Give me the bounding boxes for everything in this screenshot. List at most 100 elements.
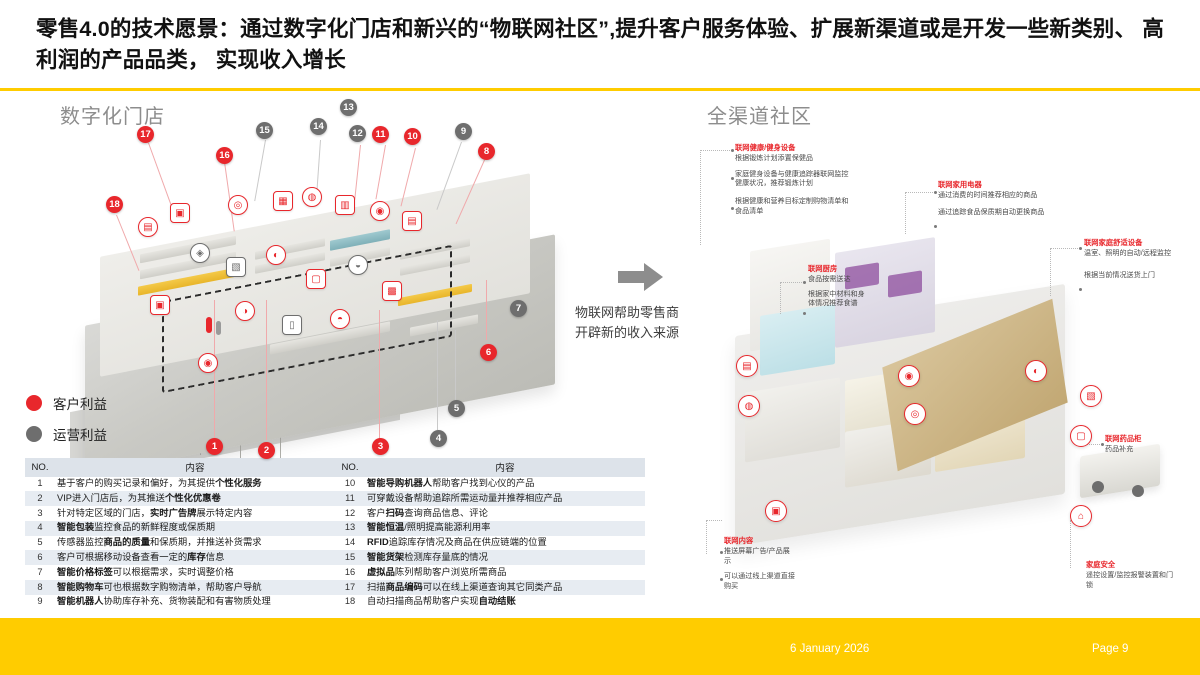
annotation-comfort: 联网家庭舒适设备 温室、照明的自动/远程监控 根据当前情况送货上门	[1084, 238, 1200, 285]
device-icon-screen[interactable]: ▣	[765, 500, 787, 522]
table-cell-no: 2	[25, 491, 55, 507]
footer-page-number: Page 9	[1092, 643, 1129, 655]
annotation-heading: 联网厨房	[808, 264, 838, 273]
marker-10[interactable]: 10	[404, 128, 421, 145]
marker-13[interactable]: 13	[340, 99, 357, 116]
title-divider	[0, 88, 1200, 91]
table-cell-content: 扫描商品编码可以在线上渠道查询其它同类产品	[365, 580, 645, 595]
marker-12[interactable]: 12	[349, 125, 366, 142]
poi-icon-rfid[interactable]: ◈	[190, 243, 210, 263]
annotation-kitchen: 联网厨房 食品按需送达 根据家中材料和身体情况推荐食谱	[808, 264, 866, 314]
poi-icon-tag[interactable]: ▤	[402, 211, 422, 231]
annotation-bullet: 药品补充	[1105, 444, 1134, 453]
legend-label: 客户利益	[53, 397, 107, 412]
table-cell-no: 16	[335, 565, 365, 581]
poi-icon-price-label[interactable]: ◐	[266, 245, 286, 265]
annotation-leader	[905, 192, 935, 234]
marker-9[interactable]: 9	[455, 123, 472, 140]
poi-icon-checkout[interactable]: ◑	[235, 301, 255, 321]
device-icon-thermostat[interactable]: ◐	[1025, 360, 1047, 382]
poi-icon-shelf-sensor[interactable]: ▥	[335, 195, 355, 215]
annotation-bullet: 温室、照明的自动/远程监控	[1084, 248, 1172, 257]
marker-17[interactable]: 17	[137, 126, 154, 143]
poi-icon-thermostat[interactable]: ◍	[302, 187, 322, 207]
poi-icon-wearable[interactable]: ◉	[370, 201, 390, 221]
poi-icon-mobile[interactable]: ▯	[282, 315, 302, 335]
table-cell-content: 客户扫码查询商品信息、评论	[365, 506, 645, 521]
device-icon-wearable[interactable]: ◎	[904, 403, 926, 425]
poi-icon-kiosk[interactable]: ▣	[150, 295, 170, 315]
annotation-bullet: 根据家中材料和身体情况推荐食谱	[808, 289, 865, 308]
poi-icon-signage[interactable]: ▤	[138, 217, 158, 237]
poi-icon-virtual-display[interactable]: ▩	[382, 281, 402, 301]
annotation-bullet-dot	[720, 578, 723, 581]
panel-label-digital-store: 数字化门店	[60, 106, 165, 128]
table-cell-no: 14	[335, 535, 365, 551]
table-cell-content: 虚拟品陈列帮助客户浏览所需商品	[365, 565, 645, 581]
marker-11[interactable]: 11	[372, 126, 389, 143]
poi-icon-entrance[interactable]: ◉	[198, 353, 218, 373]
table-cell-content: 智能购物车可也根据数字购物清单，帮助客户导航	[55, 580, 335, 595]
leader-line	[455, 330, 456, 400]
table-header-content: 内容	[55, 458, 335, 477]
annotation-bullet-dot	[731, 207, 734, 210]
annotation-bullet-dot	[1101, 443, 1104, 446]
poi-icon-robot[interactable]: ◎	[228, 195, 248, 215]
poi-icon-coupon[interactable]: ◓	[330, 309, 350, 329]
marker-15[interactable]: 15	[256, 122, 273, 139]
marker-6[interactable]: 6	[480, 344, 497, 361]
marker-4[interactable]: 4	[430, 430, 447, 447]
marker-1[interactable]: 1	[206, 438, 223, 455]
device-icon-home-security[interactable]: ⌂	[1070, 505, 1092, 527]
annotation-medicine-cabinet: 联网药品柜 药品补充	[1105, 434, 1191, 460]
table-cell-content: 智能价格标签可以根据需求，实时调整价格	[55, 565, 335, 581]
marker-7[interactable]: 7	[510, 300, 527, 317]
device-icon-delivery[interactable]: ▧	[1080, 385, 1102, 407]
table-cell-no: 17	[335, 580, 365, 595]
poi-icon-inventory[interactable]: ◒	[348, 255, 368, 275]
table-cell-content: 智能恒温/照明提高能源利用率	[365, 520, 645, 536]
poi-icon-display[interactable]: ▣	[170, 203, 190, 223]
digital-store-illustration: ▤ ▣ ◎ ▦ ◍ ▥ ◉ ▤ ◈ ▧ ◐ ▢ ◒ ▩ ◑ ▯ ◓ ▣ ◉	[30, 95, 590, 485]
marker-3[interactable]: 3	[372, 438, 389, 455]
legend-label: 运营利益	[53, 428, 107, 443]
annotation-bullet: 根据当前情况送货上门	[1084, 270, 1155, 279]
poi-icon-scanner[interactable]: ▦	[273, 191, 293, 211]
annotation-bullet: 根据锻炼计划添置保健品	[735, 153, 814, 162]
leader-line	[266, 300, 267, 440]
device-icon-medicine-cabinet[interactable]: ▢	[1070, 425, 1092, 447]
marker-14[interactable]: 14	[310, 118, 327, 135]
panel-label-omnichannel-community: 全渠道社区	[707, 106, 812, 128]
table-cell-content: RFID追踪库存情况及商品在供应链端的位置	[365, 535, 645, 551]
marker-18[interactable]: 18	[106, 196, 123, 213]
annotation-bullet: 推送屏幕广告/产品展示	[724, 546, 790, 565]
annotation-bullet: 食品按需送达	[808, 274, 851, 283]
annotation-heading: 联网内容	[724, 536, 754, 545]
poi-icon-cart[interactable]: ▧	[226, 257, 246, 277]
device-icon-fridge[interactable]: ▤	[736, 355, 758, 377]
table-cell-content: 针对特定区域的门店，实时广告牌展示特定内容	[55, 506, 335, 521]
marker-2[interactable]: 2	[258, 442, 275, 459]
device-icon-fitness[interactable]: ◉	[898, 365, 920, 387]
shopper-figure	[216, 321, 221, 335]
marker-8[interactable]: 8	[478, 143, 495, 160]
device-icon-water[interactable]: ◍	[738, 395, 760, 417]
table-cell-no: 12	[335, 506, 365, 521]
marker-16[interactable]: 16	[216, 147, 233, 164]
annotation-bullet-dot	[803, 281, 806, 284]
marker-5[interactable]: 5	[448, 400, 465, 417]
arrow-right-icon	[618, 262, 664, 292]
poi-icon-package[interactable]: ▢	[306, 269, 326, 289]
